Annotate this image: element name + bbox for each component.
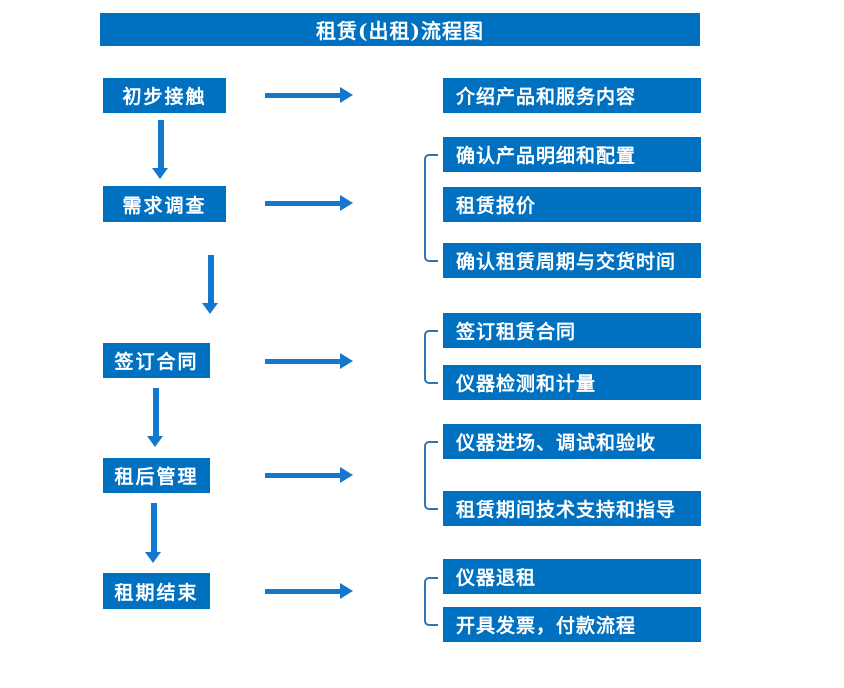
arrow-shaft	[265, 93, 340, 98]
stage-label: 需求调查	[122, 194, 207, 217]
arrow-shaft	[152, 388, 159, 436]
arrow-right-icon	[265, 583, 353, 600]
stage-label: 租期结束	[114, 581, 199, 604]
arrow-head	[145, 552, 161, 563]
title-banner: 租赁(出租)流程图	[100, 13, 700, 46]
arrow-head	[340, 467, 353, 483]
output-label: 仪器进场、调试和验收	[456, 432, 657, 454]
arrow-down-icon	[202, 255, 219, 314]
group-bracket	[424, 154, 438, 262]
output-label: 确认产品明细和配置	[456, 145, 637, 167]
arrow-head	[202, 303, 218, 314]
output-box-tech-support: 租赁期间技术支持和指导	[443, 491, 701, 526]
arrow-head	[340, 583, 353, 599]
stage-label: 初步接触	[122, 86, 207, 108]
arrow-shaft	[265, 201, 340, 206]
output-box-instrument-setup: 仪器进场、调试和验收	[443, 424, 701, 459]
output-box-instrument-testing: 仪器检测和计量	[443, 365, 701, 400]
output-label: 签订租赁合同	[456, 321, 577, 343]
stage-box-post-rental-management: 租后管理	[103, 458, 210, 493]
output-box-instrument-return: 仪器退租	[443, 559, 701, 594]
arrow-right-icon	[265, 353, 353, 370]
arrow-head	[340, 353, 353, 369]
arrow-right-icon	[265, 467, 353, 484]
output-label: 开具发票，付款流程	[456, 615, 637, 637]
arrow-head	[340, 195, 353, 211]
stage-box-sign-contract: 签订合同	[103, 343, 210, 378]
arrow-right-icon	[265, 195, 353, 212]
stage-box-initial-contact: 初步接触	[103, 78, 226, 113]
group-bracket	[424, 577, 438, 626]
arrow-right-icon	[265, 87, 353, 104]
arrow-down-icon	[145, 503, 162, 563]
arrow-shaft	[150, 503, 157, 552]
output-box-invoice-payment: 开具发票，付款流程	[443, 607, 701, 642]
output-label: 租赁期间技术支持和指导	[456, 499, 677, 521]
stage-box-demand-survey: 需求调查	[103, 186, 226, 222]
arrow-down-icon	[152, 120, 169, 179]
output-label: 仪器检测和计量	[456, 373, 597, 395]
output-label: 租赁报价	[456, 195, 537, 217]
arrow-shaft	[207, 255, 214, 303]
stage-label: 租后管理	[114, 466, 199, 488]
output-box-sign-rental-contract: 签订租赁合同	[443, 313, 701, 348]
arrow-down-icon	[147, 388, 164, 447]
output-box-confirm-period-delivery: 确认租赁周期与交货时间	[443, 243, 701, 278]
arrow-head	[340, 87, 353, 103]
group-bracket	[424, 441, 438, 510]
output-label: 确认租赁周期与交货时间	[456, 251, 677, 273]
stage-box-rental-end: 租期结束	[103, 573, 210, 609]
arrow-shaft	[265, 473, 340, 478]
output-box-intro-products: 介绍产品和服务内容	[443, 78, 701, 113]
arrow-shaft	[265, 359, 340, 364]
output-box-confirm-details: 确认产品明细和配置	[443, 137, 701, 172]
output-box-rental-quote: 租赁报价	[443, 187, 701, 222]
arrow-head	[147, 436, 163, 447]
arrow-shaft	[265, 589, 340, 594]
arrow-head	[152, 168, 168, 179]
output-label: 介绍产品和服务内容	[456, 86, 637, 108]
page-title: 租赁(出租)流程图	[316, 19, 484, 43]
group-bracket	[424, 330, 438, 384]
output-label: 仪器退租	[456, 567, 537, 589]
arrow-shaft	[157, 120, 164, 168]
stage-label: 签订合同	[114, 351, 199, 373]
